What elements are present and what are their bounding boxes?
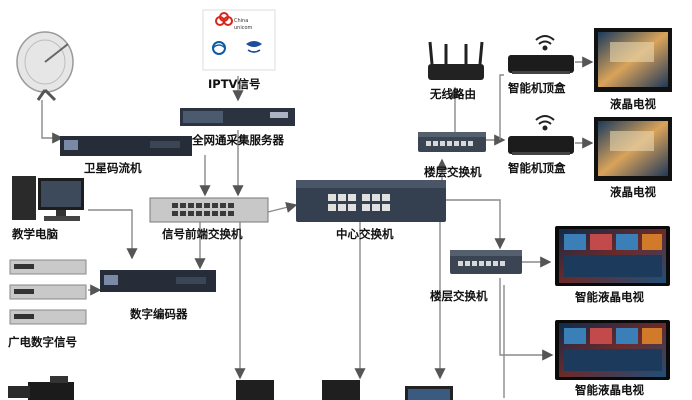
satellite-dish-icon	[16, 31, 74, 102]
label-digital-encoder: 数字编码器	[130, 307, 188, 321]
label-smart-lcd-2: 智能液晶电视	[575, 383, 644, 397]
label-teaching-pc: 教学电脑	[12, 227, 58, 241]
label-fullnet-server: 全网通采集服务器	[192, 133, 284, 147]
china-mobile-logo	[212, 41, 226, 55]
center-switch-device	[296, 180, 446, 222]
video-camera-icon	[8, 376, 74, 400]
label-stb-2: 智能机顶盒	[508, 161, 566, 175]
label-satellite-stream: 卫星码流机	[84, 161, 142, 175]
unicom-logo-text-2: unicom	[234, 25, 253, 31]
label-center-switch: 中心交换机	[336, 227, 394, 241]
set-top-box-2	[508, 136, 574, 155]
smart-lcd-tv-2	[555, 320, 670, 380]
label-floor-switch-top: 楼层交换机	[424, 165, 482, 179]
floor-switch-top-device	[418, 132, 486, 152]
front-switch-device	[149, 197, 269, 223]
label-front-switch: 信号前端交换机	[162, 227, 243, 241]
floor-switch-mid-device	[450, 250, 522, 274]
server-tower-icon	[236, 380, 360, 400]
lcd-tv-2	[594, 117, 672, 181]
unicom-logo-text: China	[234, 18, 248, 24]
wifi-icon	[535, 35, 555, 51]
lcd-tv-1	[594, 28, 672, 92]
carrier-logos: China unicom	[202, 9, 276, 71]
label-lcd-tv-2: 液晶电视	[610, 185, 656, 199]
wifi-icon	[535, 115, 555, 131]
set-top-receiver-icon	[9, 259, 87, 325]
satellite-stream-device	[60, 136, 192, 156]
label-stb-1: 智能机顶盒	[508, 81, 566, 95]
china-telecom-logo	[246, 41, 262, 53]
label-iptv-signal: IPTV信号	[208, 77, 261, 91]
wireless-router-icon	[428, 41, 484, 80]
label-smart-lcd-1: 智能液晶电视	[575, 290, 644, 304]
desktop-computer-icon	[12, 176, 84, 221]
label-cable-tv-signal: 广电数字信号	[8, 335, 77, 349]
digital-encoder-device	[100, 270, 216, 292]
laptop-icon	[405, 386, 453, 400]
label-floor-switch-mid: 楼层交换机	[430, 289, 488, 303]
smart-lcd-tv-1	[555, 226, 670, 286]
set-top-box-1	[508, 55, 574, 74]
fullnet-server-device	[180, 108, 295, 126]
label-wireless-router: 无线路由	[430, 87, 476, 101]
connection-lines	[41, 56, 594, 398]
unicom-logo	[215, 12, 233, 26]
label-lcd-tv-1: 液晶电视	[610, 97, 656, 111]
